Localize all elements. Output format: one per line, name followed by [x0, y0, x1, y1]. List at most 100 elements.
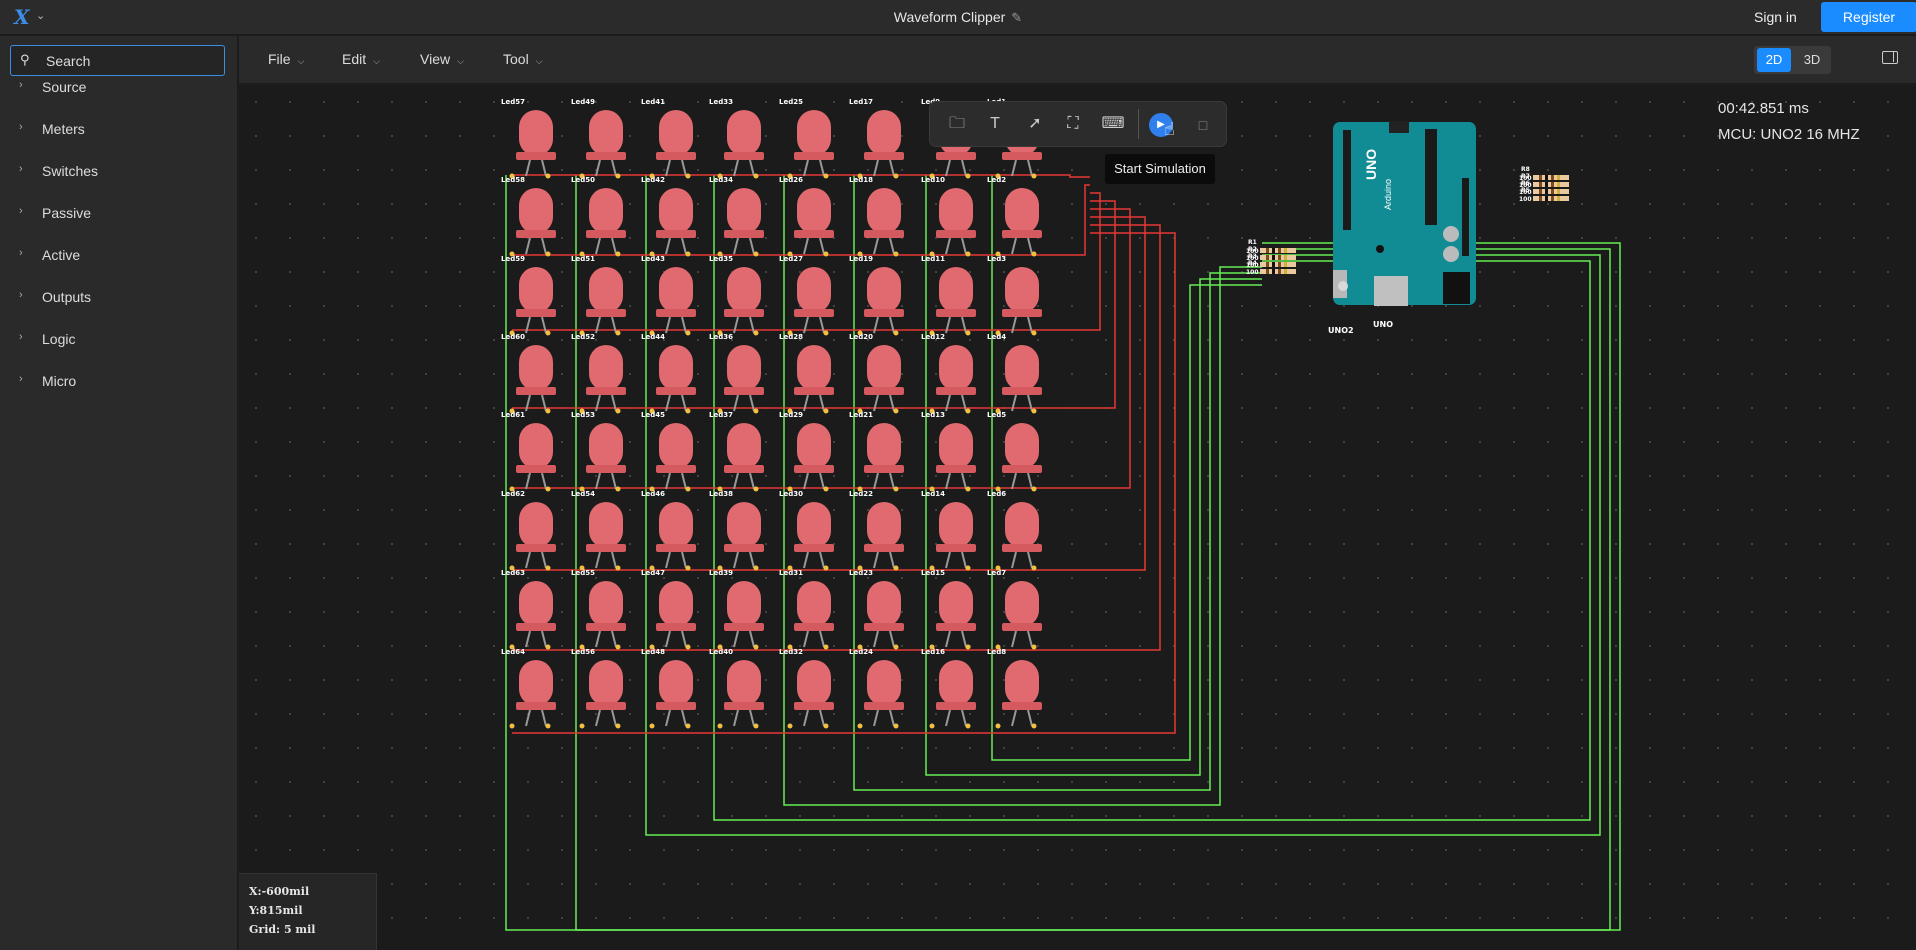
- led[interactable]: Led29: [779, 411, 834, 492]
- sidebar-item-switches[interactable]: ›Switches: [0, 156, 238, 188]
- led[interactable]: Led17: [849, 98, 904, 179]
- view-3d-button[interactable]: 3D: [1803, 52, 1821, 67]
- led[interactable]: Led37: [709, 411, 764, 492]
- chevron-down-icon[interactable]: ⌄: [36, 10, 46, 22]
- row-wire[interactable]: [512, 208, 1131, 489]
- menu-file[interactable]: File⌵: [268, 51, 304, 67]
- document-title[interactable]: Waveform Clipper: [893, 9, 1006, 25]
- column-wire[interactable]: [713, 175, 1591, 821]
- led[interactable]: Led27: [779, 255, 834, 336]
- led[interactable]: Led4: [987, 333, 1042, 414]
- folder-icon[interactable]: 🗀: [948, 115, 965, 132]
- sidebar-item-outputs[interactable]: ›Outputs: [0, 282, 238, 314]
- led[interactable]: Led38: [709, 490, 764, 571]
- keyboard-icon[interactable]: ⌨: [1101, 115, 1125, 132]
- led[interactable]: Led26: [779, 176, 834, 257]
- view-2d-button[interactable]: 2D: [1757, 48, 1791, 72]
- menu-view[interactable]: View⌵: [420, 51, 464, 67]
- led[interactable]: Led28: [779, 333, 834, 414]
- led[interactable]: Led12: [921, 333, 976, 414]
- led[interactable]: Led19: [849, 255, 904, 336]
- sidebar-item-micro[interactable]: ›Micro: [0, 366, 238, 398]
- led[interactable]: Led60: [501, 333, 556, 414]
- led[interactable]: Led23: [849, 569, 904, 650]
- led[interactable]: Led32: [779, 648, 834, 729]
- led[interactable]: Led43: [641, 255, 696, 336]
- led[interactable]: Led47: [641, 569, 696, 650]
- column-wire[interactable]: [505, 175, 1621, 931]
- led[interactable]: Led63: [501, 569, 556, 650]
- row-wire[interactable]: [512, 232, 1176, 734]
- row-wire[interactable]: [512, 184, 1090, 256]
- sidebar-item-passive[interactable]: ›Passive: [0, 198, 238, 230]
- led[interactable]: Led15: [921, 569, 976, 650]
- schematic-canvas[interactable]: Led57Led49Led41Led33Led25Led17Led9Led1Le…: [239, 85, 1916, 950]
- led[interactable]: Led22: [849, 490, 904, 571]
- led[interactable]: Led44: [641, 333, 696, 414]
- led[interactable]: Led3: [987, 255, 1042, 336]
- led[interactable]: Led14: [921, 490, 976, 571]
- led[interactable]: Led46: [641, 490, 696, 571]
- led[interactable]: Led64: [501, 648, 556, 729]
- column-wire[interactable]: [575, 175, 1611, 931]
- side-panel-icon[interactable]: [1882, 51, 1898, 64]
- text-icon[interactable]: T: [990, 115, 1000, 132]
- led[interactable]: Led11: [921, 255, 976, 336]
- fullscreen-icon[interactable]: ⛶: [1067, 115, 1079, 132]
- led[interactable]: Led13: [921, 411, 976, 492]
- row-wire[interactable]: [512, 192, 1101, 331]
- column-wire[interactable]: [925, 175, 1262, 776]
- sidebar-item-active[interactable]: ›Active: [0, 240, 238, 272]
- led[interactable]: Led62: [501, 490, 556, 571]
- menu-edit[interactable]: Edit⌵: [342, 51, 380, 67]
- led[interactable]: Led48: [641, 648, 696, 729]
- arduino-board[interactable]: UNO Arduino UNO2 UNO: [1328, 121, 1476, 335]
- led[interactable]: Led33: [709, 98, 764, 179]
- led[interactable]: Led39: [709, 569, 764, 650]
- sign-in-link[interactable]: Sign in: [1754, 9, 1797, 25]
- led[interactable]: Led57: [501, 98, 556, 179]
- row-wire[interactable]: [512, 174, 1090, 178]
- led[interactable]: Led35: [709, 255, 764, 336]
- led[interactable]: Led53: [571, 411, 626, 492]
- led[interactable]: Led10: [921, 176, 976, 257]
- led[interactable]: Led50: [571, 176, 626, 257]
- led[interactable]: Led40: [709, 648, 764, 729]
- led[interactable]: Led58: [501, 176, 556, 257]
- led[interactable]: Led49: [571, 98, 626, 179]
- menu-tool[interactable]: Tool⌵: [503, 51, 543, 67]
- led[interactable]: Led41: [641, 98, 696, 179]
- register-button[interactable]: Register: [1821, 2, 1916, 32]
- search-input[interactable]: ⚲ Search: [10, 45, 225, 76]
- wire-icon[interactable]: ➚: [1028, 115, 1042, 132]
- play-icon[interactable]: ▶: [1149, 113, 1173, 137]
- led[interactable]: Led55: [571, 569, 626, 650]
- led[interactable]: Led42: [641, 176, 696, 257]
- sidebar-item-logic[interactable]: ›Logic: [0, 324, 238, 356]
- led[interactable]: Led31: [779, 569, 834, 650]
- stop-icon[interactable]: □: [1198, 117, 1208, 133]
- sidebar-item-source[interactable]: ›Source: [0, 72, 238, 104]
- led[interactable]: Led24: [849, 648, 904, 729]
- row-wire[interactable]: [512, 224, 1161, 651]
- led[interactable]: Led2: [987, 176, 1042, 257]
- column-wire[interactable]: [645, 175, 1601, 836]
- led[interactable]: Led61: [501, 411, 556, 492]
- column-wire[interactable]: [783, 175, 1262, 806]
- led[interactable]: Led45: [641, 411, 696, 492]
- led[interactable]: Led54: [571, 490, 626, 571]
- led[interactable]: Led34: [709, 176, 764, 257]
- led[interactable]: Led51: [571, 255, 626, 336]
- row-wire[interactable]: [512, 216, 1146, 571]
- led[interactable]: Led56: [571, 648, 626, 729]
- row-wire[interactable]: [512, 200, 1116, 409]
- led[interactable]: Led59: [501, 255, 556, 336]
- led[interactable]: Led52: [571, 333, 626, 414]
- pencil-icon[interactable]: ✎: [1011, 10, 1023, 25]
- app-logo-icon[interactable]: X: [14, 5, 30, 29]
- led[interactable]: Led25: [779, 98, 834, 179]
- led[interactable]: Led21: [849, 411, 904, 492]
- led[interactable]: Led16: [921, 648, 976, 729]
